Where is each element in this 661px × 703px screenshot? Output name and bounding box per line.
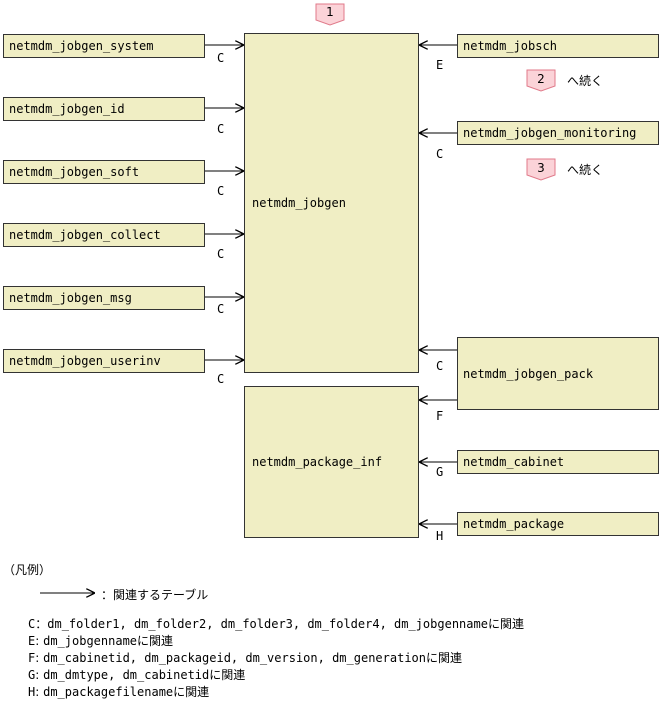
legend-columns: dm_cabinetid, dm_packageid, dm_version, … (43, 651, 426, 665)
table-name: netmdm_package_inf (252, 455, 383, 469)
legend-key: H (28, 685, 36, 699)
badge-shape-1 (315, 3, 345, 26)
table-netmdm-jobgen-userinv: netmdm_jobgen_userinv (3, 349, 205, 373)
table-name: netmdm_jobgen (252, 196, 346, 210)
legend-arrow-text: ：関連するテーブル (101, 588, 209, 602)
table-netmdm-cabinet: netmdm_cabinet (457, 450, 659, 474)
legend-suffix: に関連 (209, 668, 246, 682)
legend-suffix: に関連 (137, 634, 174, 648)
legend-columns: dm_jobgenname (43, 634, 138, 648)
top-marker-number: 1 (326, 5, 334, 19)
relation-label-c: C (217, 247, 225, 261)
table-name: netmdm_jobgen_userinv (9, 354, 161, 368)
relation-label-h: H (436, 529, 444, 543)
legend-item-g: G: dm_dmtype, dm_cabinetidに関連 (28, 666, 245, 683)
table-name: netmdm_jobgen_monitoring (463, 126, 637, 140)
badge-shape-2 (526, 69, 556, 92)
legend-key: F (28, 651, 36, 665)
legend-columns: dm_folder1, dm_folder2, dm_folder3, dm_f… (47, 617, 488, 631)
table-name: netmdm_jobgen_system (9, 39, 154, 53)
table-netmdm-jobgen-collect: netmdm_jobgen_collect (3, 223, 205, 247)
continuation-number-3: 3 (537, 161, 545, 175)
continuation-text-2: へ続く (567, 74, 604, 88)
relation-label-c: C (436, 359, 444, 373)
legend-title: （凡例） (3, 563, 52, 577)
table-name: netmdm_jobgen_soft (9, 165, 140, 179)
relation-label-g: G (436, 465, 444, 479)
legend-sep: : (35, 685, 44, 699)
legend-sep: : (35, 651, 44, 665)
legend-suffix: に関連 (487, 617, 524, 631)
continuation-badge-3: 3 (527, 159, 555, 181)
table-netmdm-jobgen-msg: netmdm_jobgen_msg (3, 286, 205, 310)
relation-label-c: C (217, 122, 225, 136)
continuation-number-2: 2 (537, 72, 545, 86)
table-netmdm-jobgen: netmdm_jobgen (244, 33, 419, 373)
relation-label-e: E (436, 58, 444, 72)
relation-label-c: C (217, 184, 225, 198)
table-netmdm-jobgen-system: netmdm_jobgen_system (3, 34, 205, 58)
legend-key: C (28, 617, 36, 631)
relation-label-c: C (436, 147, 444, 161)
legend-item-f: F: dm_cabinetid, dm_packageid, dm_versio… (28, 649, 462, 666)
table-name: netmdm_jobgen_msg (9, 291, 132, 305)
legend-item-h: H: dm_packagefilenameに関連 (28, 683, 209, 700)
continuation-text-3: へ続く (567, 163, 604, 177)
top-marker: 1 (316, 4, 344, 26)
legend-item-c: C：dm_folder1, dm_folder2, dm_folder3, dm… (28, 615, 524, 632)
table-name: netmdm_jobgen_pack (463, 366, 594, 381)
legend-columns: dm_packagefilename (43, 685, 174, 699)
relation-label-c: C (217, 372, 225, 386)
table-netmdm-jobgen-monitoring: netmdm_jobgen_monitoring (457, 121, 659, 145)
table-name: netmdm_jobsch (463, 39, 557, 53)
table-name: netmdm_cabinet (463, 455, 565, 469)
table-name: netmdm_jobgen_id (9, 102, 125, 116)
table-netmdm-jobgen-id: netmdm_jobgen_id (3, 97, 205, 121)
relation-label-c: C (217, 302, 225, 316)
table-netmdm-package-inf: netmdm_package_inf (244, 386, 419, 538)
legend-suffix: に関連 (426, 651, 463, 665)
legend-key: E (28, 634, 36, 648)
table-netmdm-jobgen-soft: netmdm_jobgen_soft (3, 160, 205, 184)
continuation-badge-2: 2 (527, 70, 555, 92)
badge-shape-3 (526, 158, 556, 181)
legend-sep: ： (35, 617, 48, 631)
table-name: netmdm_jobgen_collect (9, 228, 161, 242)
table-name: netmdm_package (463, 517, 565, 531)
relation-label-c: C (217, 51, 225, 65)
legend-suffix: に関連 (173, 685, 210, 699)
legend-item-e: E: dm_jobgennameに関連 (28, 632, 173, 649)
table-netmdm-jobsch: netmdm_jobsch (457, 34, 659, 58)
legend-sep: : (35, 668, 44, 682)
relation-label-f: F (436, 409, 444, 423)
legend-columns: dm_dmtype, dm_cabinetid (43, 668, 210, 682)
table-netmdm-package: netmdm_package (457, 512, 659, 536)
legend-key: G (28, 668, 36, 682)
table-netmdm-jobgen-pack: netmdm_jobgen_pack (457, 337, 659, 410)
legend-sep: : (35, 634, 44, 648)
